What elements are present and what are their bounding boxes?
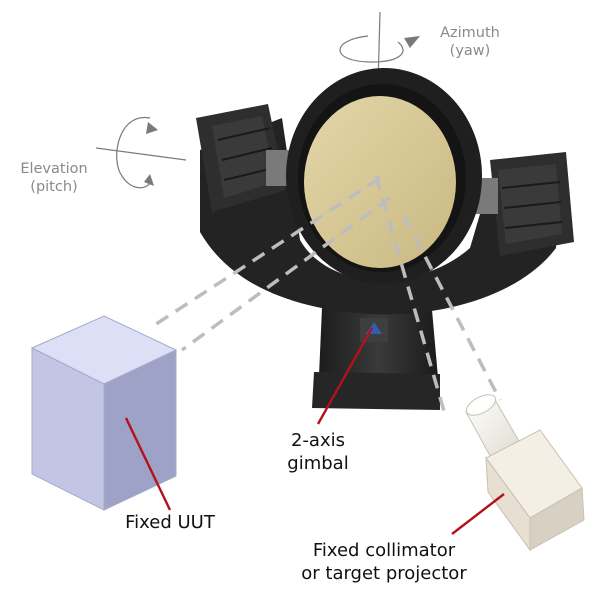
collimator-projector — [465, 394, 585, 552]
elevation-rotation-arrow — [116, 117, 153, 189]
elevation-axis — [95, 117, 187, 189]
callout-lines — [124, 327, 505, 535]
gimbal-label-line1: 2-axis — [290, 430, 345, 451]
uut-label-text: Fixed UUT — [125, 512, 215, 533]
elevation-arrowhead-bottom-icon — [144, 174, 154, 186]
elevation-label-line2: (pitch) — [30, 179, 78, 196]
azimuth-arrowhead-icon — [404, 36, 420, 48]
azimuth-label-line2: (yaw) — [449, 43, 491, 60]
gimbal-label-line2: gimbal — [287, 452, 349, 474]
gimbal-label: 2-axis gimbal — [270, 430, 366, 475]
collimator-label-line1: Fixed collimator — [312, 540, 456, 561]
gimbal-callout-line — [316, 327, 374, 425]
elevation-label: Elevation (pitch) — [8, 160, 100, 196]
azimuth-label: Azimuth (yaw) — [424, 24, 516, 60]
elevation-arrowhead-top-icon — [146, 122, 158, 134]
collimator-label: Fixed collimator or target projector — [278, 540, 490, 585]
uut-cube — [30, 315, 178, 511]
collimator-callout-line — [451, 493, 505, 535]
collimator-label-line2: or target projector — [301, 562, 467, 584]
gimbal-yoke — [200, 118, 560, 315]
uut-callout-line — [124, 417, 172, 511]
azimuth-rotation-arrow — [339, 35, 404, 63]
elevation-label-line1: Elevation — [20, 161, 88, 177]
left-motor-shaft — [266, 150, 290, 186]
gimbal-assembly — [196, 68, 574, 410]
uut-label: Fixed UUT — [100, 512, 240, 535]
beam-lines — [149, 175, 502, 419]
mirror-surface — [304, 96, 456, 268]
azimuth-label-line1: Azimuth — [440, 25, 500, 41]
